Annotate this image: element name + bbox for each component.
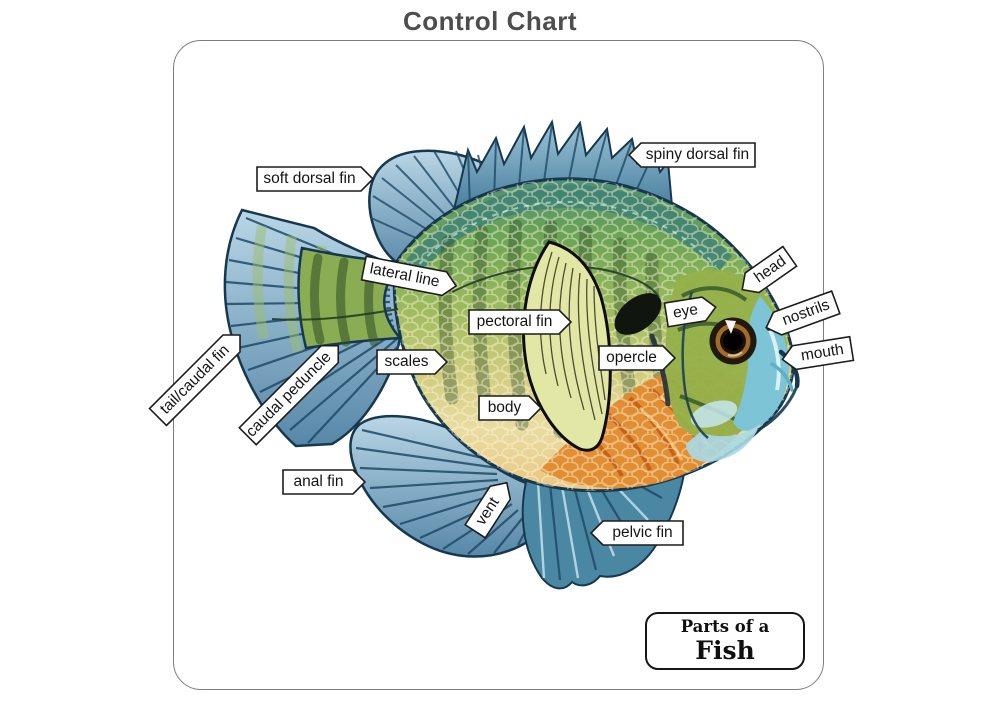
- label-anal-fin: anal fin: [282, 469, 366, 495]
- label-arrow-shape: [765, 290, 841, 336]
- label-arrow-shape: [360, 255, 458, 297]
- label-pelvic-fin: pelvic fin: [590, 520, 684, 546]
- label-tail-caudal-fin: tail/caudal fin: [148, 325, 250, 427]
- label-scales: scales: [376, 349, 448, 375]
- lateral-line-curve: [271, 264, 660, 321]
- label-arrow-shape: [464, 481, 512, 539]
- label-arrow-shape: [376, 349, 448, 375]
- label-arrow-shape: [256, 166, 374, 192]
- label-arrow-shape: [238, 344, 340, 446]
- label-eye: eye: [663, 294, 718, 328]
- label-arrow-shape: [148, 334, 241, 427]
- pectoral-fin: [522, 240, 612, 452]
- label-arrow-shape: [663, 296, 717, 328]
- label-mouth: mouth: [779, 335, 855, 373]
- eye: [709, 317, 757, 365]
- label-caudal-peduncle: caudal peduncle: [238, 336, 348, 446]
- page-title: Control Chart: [402, 6, 578, 36]
- label-spiny-dorsal-fin: spiny dorsal fin: [628, 142, 756, 168]
- parts-of-a-fish-badge: Parts of a Fish: [645, 612, 805, 670]
- label-arrow-shape: [741, 245, 798, 294]
- label-body: body: [478, 395, 542, 421]
- label-opercle: opercle: [598, 345, 676, 371]
- label-arrow-shape: [478, 395, 542, 421]
- label-arrow-shape: [628, 142, 756, 168]
- pupil: [723, 331, 743, 351]
- label-arrow-shape: [598, 345, 676, 371]
- label-arrow-shape: [781, 335, 855, 371]
- jaw: [686, 424, 760, 462]
- label-lateral-line: lateral line: [360, 255, 459, 299]
- label-soft-dorsal-fin: soft dorsal fin: [256, 166, 374, 192]
- opercle-flap: [614, 293, 662, 335]
- cheek-highlight: [690, 400, 738, 428]
- label-arrow-shape: [282, 469, 366, 495]
- badge-line1: Parts of a: [680, 616, 770, 636]
- label-vent: vent: [464, 475, 518, 539]
- label-head: head: [734, 245, 798, 301]
- badge-line2: Fish: [695, 635, 755, 665]
- label-arrow-shape: [590, 520, 684, 546]
- label-pectoral-fin: pectoral fin: [468, 309, 572, 335]
- label-arrow-shape: [468, 309, 572, 335]
- label-nostrils: nostrils: [761, 290, 841, 340]
